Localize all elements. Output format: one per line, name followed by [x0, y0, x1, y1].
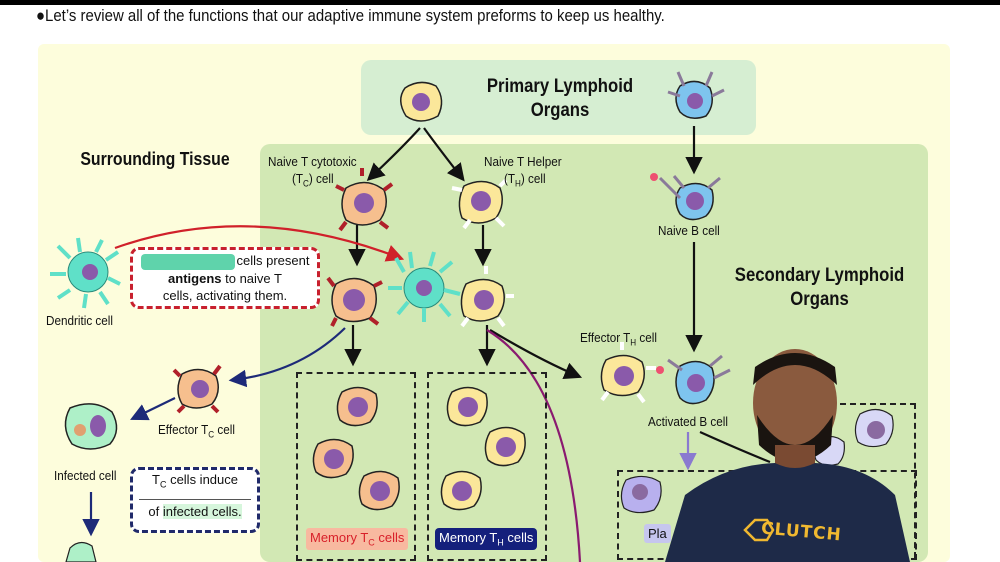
naive-th-label: Naive T Helper	[484, 154, 562, 169]
naive-tc-cell	[335, 168, 394, 232]
effector-tc-label: Effector TC cell	[158, 422, 235, 440]
plasma-cells	[620, 475, 662, 514]
infected-cell-label: Infected cell	[54, 468, 117, 483]
arrow-th-purple	[486, 329, 582, 562]
presenter-video: CLUTCH	[665, 345, 910, 562]
memory-tc-cells	[312, 386, 400, 511]
activated-b-label: Activated B cell	[648, 414, 728, 429]
activated-tc-cell	[326, 276, 383, 327]
dendritic-cell-label: Dendritic cell	[46, 313, 113, 328]
effector-th-cell	[600, 342, 664, 404]
arrow-to-naive-th	[423, 127, 465, 182]
naive-th-label-2: (TH) cell	[504, 171, 546, 189]
memory-tc-label: Memory TC cells	[306, 528, 409, 550]
top-bar	[0, 0, 1000, 5]
effector-tc-cell	[172, 364, 222, 414]
naive-b-cell	[650, 173, 721, 221]
dendritic-cell-left	[50, 237, 121, 309]
arrow-to-naive-tc	[366, 127, 421, 182]
naive-th-cell	[451, 178, 508, 230]
naive-tc-label: Naive T cytotoxic	[268, 154, 357, 169]
plasma-label: Pla	[644, 524, 671, 543]
activated-b-cell	[667, 354, 731, 405]
naive-b-label: Naive B cell	[658, 223, 720, 238]
dendritic-cell-center	[388, 251, 461, 322]
infected-cell	[64, 403, 118, 450]
secondary-lymphoid-title: Secondary Lymphoid Organs	[734, 265, 905, 310]
effector-th-label: Effector TH cell	[580, 330, 657, 348]
arrow-to-infected	[130, 397, 176, 421]
memory-th-cells	[440, 386, 526, 511]
primary-lymphoid-title: Primary Lymphoid Organs	[486, 76, 634, 121]
memory-th-box	[427, 372, 547, 561]
naive-tc-label-2: (TC) cell	[292, 171, 334, 189]
activated-th-cell	[460, 266, 514, 328]
tc-callout: TC cells induce of infected cells.	[130, 467, 260, 533]
presenter-figure	[665, 349, 910, 562]
stem-cell-t	[400, 81, 443, 122]
stem-cell-b	[667, 71, 725, 119]
dendritic-callout: cells present antigens to naive T cells,…	[130, 247, 320, 309]
arrow-to-effector-th	[489, 329, 583, 379]
arrow-dendritic-red	[114, 225, 405, 262]
fill-in-blank[interactable]	[140, 253, 235, 270]
arrow-to-effector-tc	[228, 327, 346, 388]
slide-bullet-text: ●Let’s review all of the functions that …	[36, 6, 665, 25]
memory-tc-box	[296, 372, 416, 561]
surrounding-tissue-title: Surrounding Tissue	[80, 149, 230, 169]
arrow-b-to-memory	[699, 430, 771, 464]
arrows	[82, 126, 771, 562]
memory-th-label: Memory TH cells	[435, 528, 538, 550]
dying-cell	[65, 541, 97, 562]
